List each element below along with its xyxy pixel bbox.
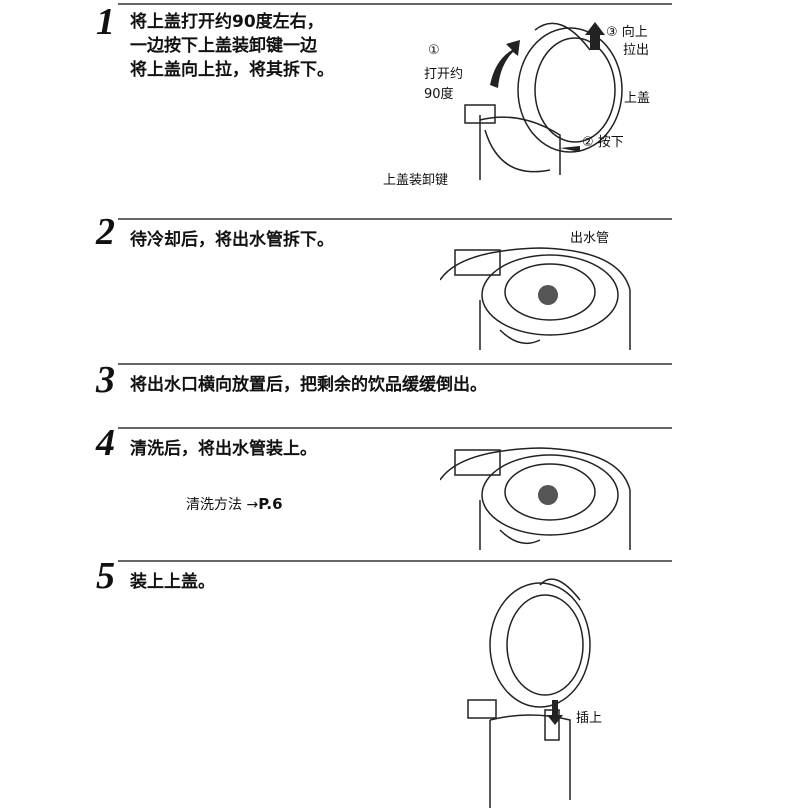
step-3-text: 将出水口横向放置后，把剩余的饮品缓缓倒出。 xyxy=(130,375,487,395)
step-1-line: 一边按下上盖装卸键一边 xyxy=(130,36,317,56)
step-1-line: 将上盖向上拉，将其拆下。 xyxy=(130,60,334,80)
label-step-open: ① xyxy=(428,43,440,58)
page-reference-link[interactable]: P.6 xyxy=(258,495,283,513)
cleaning-note: 清洗方法 → xyxy=(186,497,259,513)
label-open-angle: 打开约 xyxy=(424,67,464,82)
label-insert: 插上 xyxy=(576,711,603,726)
divider xyxy=(118,427,672,429)
step-number: 2 xyxy=(96,211,115,253)
divider xyxy=(118,363,672,365)
label-press: ② 按下 xyxy=(582,135,624,150)
divider xyxy=(118,3,672,5)
cleaning-reference: 清洗方法 →P.6 xyxy=(186,496,283,514)
label-open-angle-2: 90度 xyxy=(424,87,454,102)
spout-removal-illustration xyxy=(440,247,631,350)
label-lid: 上盖 xyxy=(624,91,651,106)
lid-install-illustration xyxy=(467,578,591,808)
step-number: 4 xyxy=(96,422,115,464)
step-number: 3 xyxy=(96,359,115,401)
label-lid-button: 上盖装卸键 xyxy=(383,173,449,188)
step-5-text: 装上上盖。 xyxy=(130,572,215,592)
label-pull-up-2: 拉出 xyxy=(623,43,650,58)
label-spout: 出水管 xyxy=(570,231,610,246)
step-1-text: 将上盖打开约90度左右， 一边按下上盖装卸键一边 将上盖向上拉，将其拆下。 xyxy=(130,10,334,82)
divider xyxy=(118,560,672,562)
label-pull-up: ③ 向上 xyxy=(606,25,648,40)
step-number: 5 xyxy=(96,555,115,597)
step-number: 1 xyxy=(96,1,115,43)
lid-removal-illustration xyxy=(464,22,623,180)
divider xyxy=(118,218,672,220)
step-4-text: 清洗后，将出水管装上。 xyxy=(130,439,317,459)
spout-install-illustration xyxy=(440,447,631,550)
step-1-line: 将上盖打开约90度左右， xyxy=(130,12,324,32)
step-2-text: 待冷却后，将出水管拆下。 xyxy=(130,230,334,250)
